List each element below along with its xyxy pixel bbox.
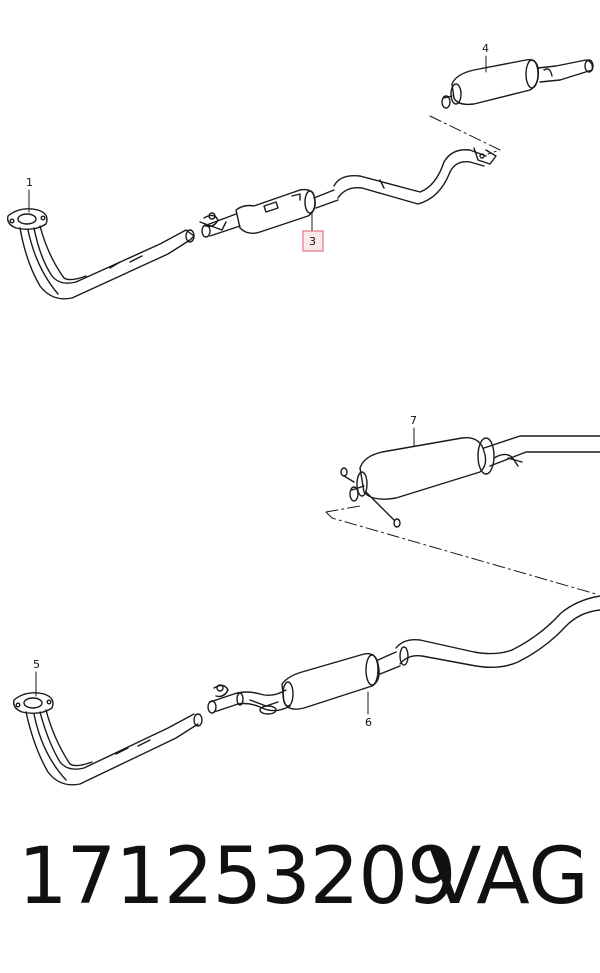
callout-7[interactable]: 7: [410, 414, 417, 427]
rear-silencer-top: [441, 58, 594, 109]
intermediate-pipe-bottom: [395, 595, 600, 669]
connecting-pipe-bottom: [207, 689, 291, 715]
callout-6[interactable]: 6: [365, 716, 372, 729]
brand-name: VAG: [428, 832, 589, 922]
callout-4[interactable]: 4: [482, 42, 489, 55]
front-pipe-flange-top: [6, 208, 48, 231]
pipe-clamp-top: [199, 212, 227, 231]
centre-silencer-bottom: [281, 651, 401, 710]
callout-1[interactable]: 1: [26, 176, 33, 189]
rear-silencer-bottom: [340, 435, 600, 528]
front-pipe-top: [19, 225, 195, 300]
pipe-clamp-bottom: [213, 684, 229, 698]
callout-3-highlight: [302, 230, 324, 252]
front-pipe-bottom: [25, 709, 203, 786]
callout-5[interactable]: 5: [33, 658, 40, 671]
front-silencer-top: [201, 188, 339, 238]
part-number: 171253209: [18, 832, 457, 922]
intermediate-pipe-top: [333, 147, 497, 205]
callout-3[interactable]: 3: [309, 235, 316, 248]
front-pipe-flange-bottom: [12, 692, 54, 715]
